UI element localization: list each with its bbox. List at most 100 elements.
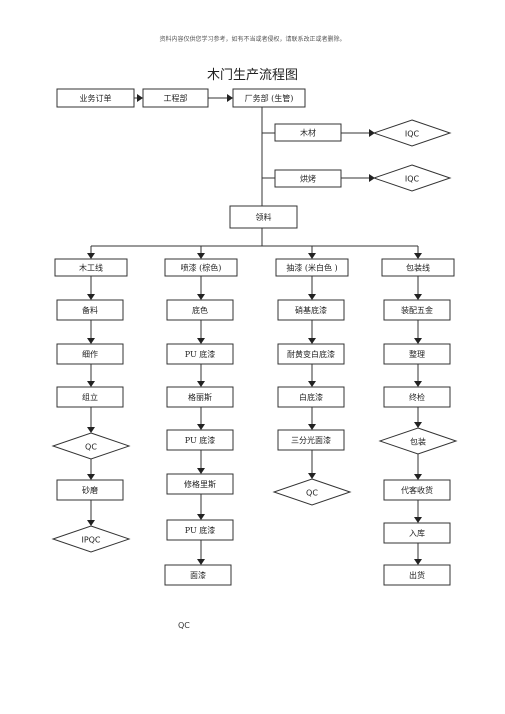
node-label-c1-3: 组立	[82, 392, 98, 402]
decision-diamond-c1-ipqc	[51, 525, 131, 553]
process-box-c3-2	[277, 343, 345, 365]
header-notice: 资料内容仅供您学习参考，如有不当或者侵权，请联系改正或者删除。	[159, 36, 346, 43]
process-box-c1-3	[56, 386, 124, 408]
arrow-head	[87, 253, 95, 259]
node-label-woodwork: 木工线	[79, 263, 103, 273]
process-box-c4-5	[383, 522, 451, 544]
process-box-c1-1	[56, 299, 124, 321]
arrow-head	[87, 427, 95, 433]
node-label-c1-2: 细作	[82, 349, 98, 359]
node-label-packing: 包装线	[406, 263, 430, 273]
arrow-head	[197, 294, 205, 300]
node-label-wood: 木材	[300, 128, 316, 138]
arrow-head	[308, 294, 316, 300]
arrow-head	[414, 381, 422, 387]
arrow-head	[197, 338, 205, 344]
node-label-spray-brown: 喷漆 (棕色)	[181, 263, 222, 273]
arrow-head	[87, 520, 95, 526]
node-label-c4-1: 装配五金	[401, 305, 433, 315]
node-label-c1-1: 备料	[82, 305, 98, 315]
node-label-c2-1: 底色	[192, 305, 208, 315]
arrow-head	[369, 174, 375, 182]
node-label-c4-6: 出货	[409, 570, 425, 580]
arrow-head	[87, 381, 95, 387]
arrow-head	[308, 253, 316, 259]
node-label-c4-4: 代客收货	[401, 485, 433, 495]
arrow-head	[87, 338, 95, 344]
decision-diamond-iqc1	[372, 119, 452, 147]
node-label-c1-ipqc: IPQC	[81, 536, 100, 545]
arrow-head	[197, 424, 205, 430]
node-label-c4-2: 整理	[409, 349, 425, 359]
arrow-head	[197, 253, 205, 259]
arrow-head	[308, 381, 316, 387]
node-label-c3-4: 三分光面漆	[291, 435, 331, 445]
arrow-head	[414, 338, 422, 344]
node-label-c2-2: PU 底漆	[185, 349, 216, 359]
node-label-c4-5: 入库	[409, 528, 425, 538]
node-label-c2-5: 修格里斯	[184, 479, 216, 489]
footer-qc-label: QC	[178, 621, 190, 630]
arrow-head	[227, 94, 233, 102]
node-label-drying: 烘烤	[300, 174, 316, 184]
arrow-head	[87, 474, 95, 480]
arrow-head	[414, 474, 422, 480]
arrow-head	[197, 559, 205, 565]
decision-diamond-iqc2	[372, 164, 452, 192]
decision-diamond-c3-qc	[272, 478, 352, 506]
arrow-head	[414, 253, 422, 259]
node-label-c1-qc: QC	[85, 443, 97, 452]
node-label-c3-2: 耐黄变白底漆	[287, 349, 335, 359]
node-label-issue: 领料	[256, 212, 272, 222]
node-label-c2-4: PU 底漆	[185, 435, 216, 445]
process-box-c4-4	[383, 479, 451, 501]
node-label-c1-4: 砂磨	[82, 485, 98, 495]
node-label-c4-pack: 包装	[410, 437, 426, 447]
process-box-c2-5	[166, 473, 234, 495]
process-box-c2-1	[166, 299, 234, 321]
arrow-head	[87, 294, 95, 300]
process-box-c4-1	[383, 299, 451, 321]
node-label-iqc1: IQC	[405, 130, 420, 139]
node-label-c3-qc: QC	[306, 489, 318, 498]
process-box-c3-4	[277, 429, 345, 451]
arrow-head	[308, 338, 316, 344]
node-label-c3-3: 白底漆	[299, 392, 323, 402]
arrow-head	[414, 422, 422, 428]
node-label-c3-1: 硝基底漆	[295, 305, 327, 315]
arrow-head	[414, 517, 422, 523]
process-box-issue	[229, 205, 298, 229]
process-box-c4-2	[383, 343, 451, 365]
process-box-c1-2	[56, 343, 124, 365]
node-label-c2-7: 面漆	[190, 570, 206, 580]
process-box-c2-3	[166, 386, 234, 408]
process-box-c4-3	[383, 386, 451, 408]
node-label-spray-white: 抽漆 (米白色 )	[286, 263, 337, 273]
node-label-engineering: 工程部	[164, 93, 188, 103]
arrow-head	[308, 424, 316, 430]
arrow-head	[197, 514, 205, 520]
arrow-head	[197, 381, 205, 387]
arrow-head	[369, 129, 375, 137]
node-label-iqc2: IQC	[405, 175, 420, 184]
process-box-c2-2	[166, 343, 234, 365]
diagram-title: 木门生产流程图	[206, 68, 298, 83]
process-box-c3-1	[277, 299, 345, 321]
arrow-head	[197, 468, 205, 474]
arrow-head	[414, 559, 422, 565]
arrow-head	[414, 294, 422, 300]
node-label-factory: 厂务部 (生管)	[245, 93, 294, 103]
node-label-c2-3: 格丽斯	[188, 392, 212, 402]
node-label-order: 业务订单	[80, 93, 112, 103]
node-label-c4-3: 终检	[409, 392, 425, 402]
node-label-c2-6: PU 底漆	[185, 525, 216, 535]
process-box-c3-3	[277, 386, 345, 408]
process-box-c4-6	[383, 564, 451, 586]
process-box-c2-4	[166, 429, 234, 451]
process-box-c2-6	[166, 519, 234, 541]
arrow-head	[137, 94, 143, 102]
arrow-head	[308, 473, 316, 479]
process-box-c2-7	[164, 564, 232, 586]
process-box-c1-4	[56, 479, 124, 501]
